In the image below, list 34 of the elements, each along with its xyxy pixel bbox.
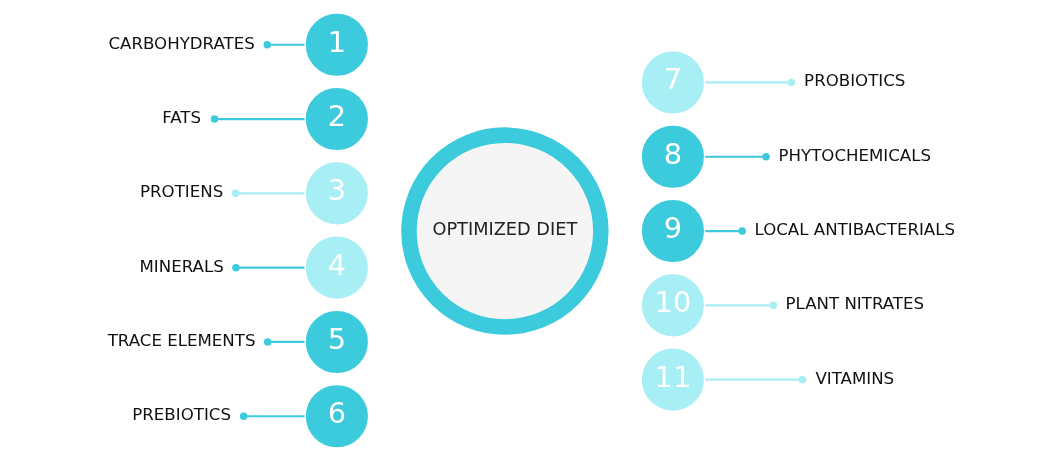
node-text: MINERALS [138, 256, 224, 276]
node-text: PROBIOTICS [803, 71, 905, 91]
connector [263, 338, 304, 346]
node-text: CARBOHYDRATES [107, 33, 255, 53]
connector [704, 78, 795, 87]
node-circle: 11 [639, 346, 706, 413]
connector [210, 115, 305, 123]
node-circle: OPTIMIZED DIET [400, 127, 609, 335]
node-text: LOCAL ANTIBACTERIALS [753, 219, 955, 239]
node-circle: 5 [303, 308, 370, 376]
connector [231, 189, 304, 198]
node-circle: 2 [303, 85, 370, 153]
node-circle: 3 [303, 160, 370, 227]
node-circle: 9 [639, 197, 706, 265]
node-circle: 6 [303, 383, 370, 450]
connector [263, 40, 305, 49]
node-circle: 4 [303, 234, 370, 301]
connector [704, 153, 770, 161]
node-circle: 1 [303, 11, 370, 78]
node-text: VITAMINS [814, 368, 894, 388]
node-text: TRACE ELEMENTS [107, 330, 255, 350]
connector [704, 301, 777, 310]
node-circle: 7 [639, 49, 706, 116]
node-text: PHYTOCHEMICALS [777, 145, 931, 165]
node-text: PROTIENS [139, 182, 223, 202]
node-circle: 10 [639, 272, 706, 339]
node-text: PLANT NITRATES [784, 294, 924, 314]
node-text: FATS [161, 107, 201, 127]
node-text: PREBIOTICS [131, 405, 231, 425]
connector [239, 412, 305, 421]
node-circle: 8 [639, 123, 706, 190]
connector [231, 263, 304, 272]
connector [704, 375, 806, 384]
connector [704, 227, 746, 235]
